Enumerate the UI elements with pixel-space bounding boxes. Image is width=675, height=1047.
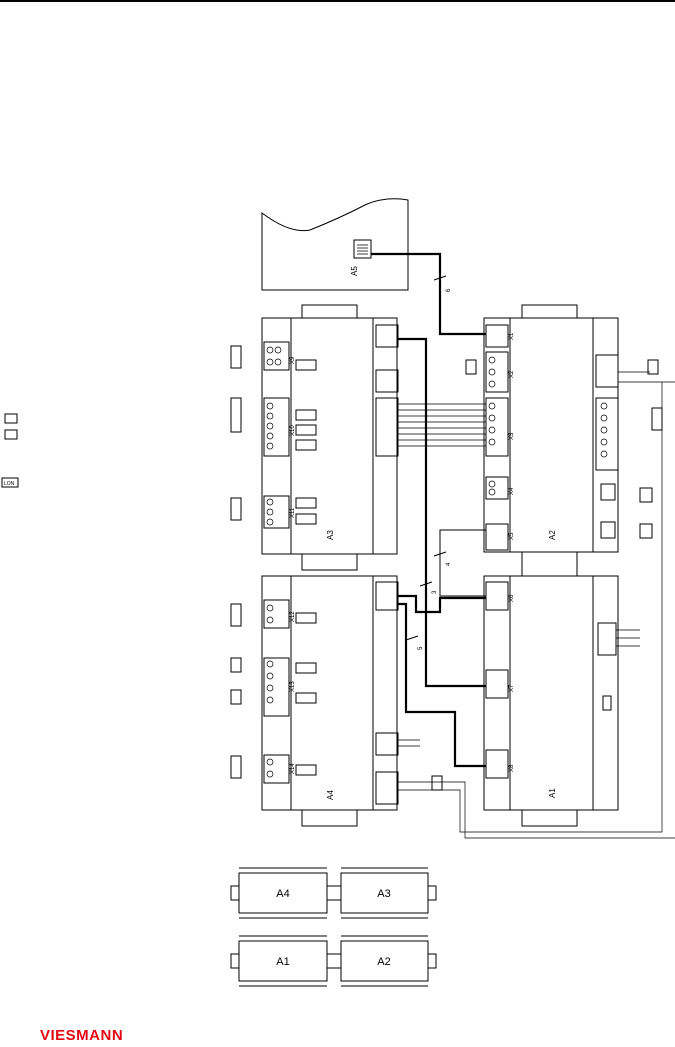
connector-x1: X1 [509, 332, 515, 340]
label-a4: A4 [326, 790, 335, 800]
cable-label-4: 4 [446, 562, 452, 566]
cable-label-3: 3 [432, 590, 438, 594]
connector-x5: X5 [509, 532, 515, 540]
label-a1: A1 [548, 788, 557, 798]
module-a4-housing [261, 575, 398, 811]
connector-x2: X2 [509, 370, 515, 378]
connector-x11: X11 [290, 507, 296, 518]
label-a3: A3 [326, 530, 335, 540]
module-a3-housing [261, 317, 398, 555]
module-a5-plug [353, 239, 372, 259]
legend-row-bottom [230, 935, 437, 987]
label-a5: A5 [350, 266, 359, 276]
legend-a2: A2 [377, 956, 390, 968]
connector-x14: X14 [290, 763, 296, 774]
module-a2-housing [483, 317, 619, 553]
connector-x8: X8 [509, 764, 515, 772]
module-a1-housing [483, 575, 619, 811]
legend-a1: A1 [276, 956, 289, 968]
legend-a4: A4 [276, 888, 289, 900]
viessmann-logo: VIESMANN [40, 1027, 124, 1044]
connector-x9: X9 [290, 356, 296, 364]
connector-x10: X10 [290, 425, 296, 436]
connector-x3: X3 [509, 432, 515, 440]
label-a2: A2 [548, 530, 557, 540]
legend-row-top [230, 867, 437, 919]
connector-x6: X6 [509, 594, 515, 602]
connector-x7: X7 [509, 684, 515, 692]
top-rule [0, 0, 675, 2]
lon-tag-label: LON [4, 481, 15, 487]
cable-label-5: 5 [418, 646, 424, 650]
connector-x13: X13 [290, 681, 296, 692]
lon-tag [1, 477, 19, 488]
legend-a3: A3 [377, 888, 390, 900]
module-a5-panel [261, 198, 409, 291]
connector-x12: X12 [290, 611, 296, 622]
connector-x4: X4 [509, 487, 515, 495]
cable-label-6: 6 [446, 288, 452, 292]
